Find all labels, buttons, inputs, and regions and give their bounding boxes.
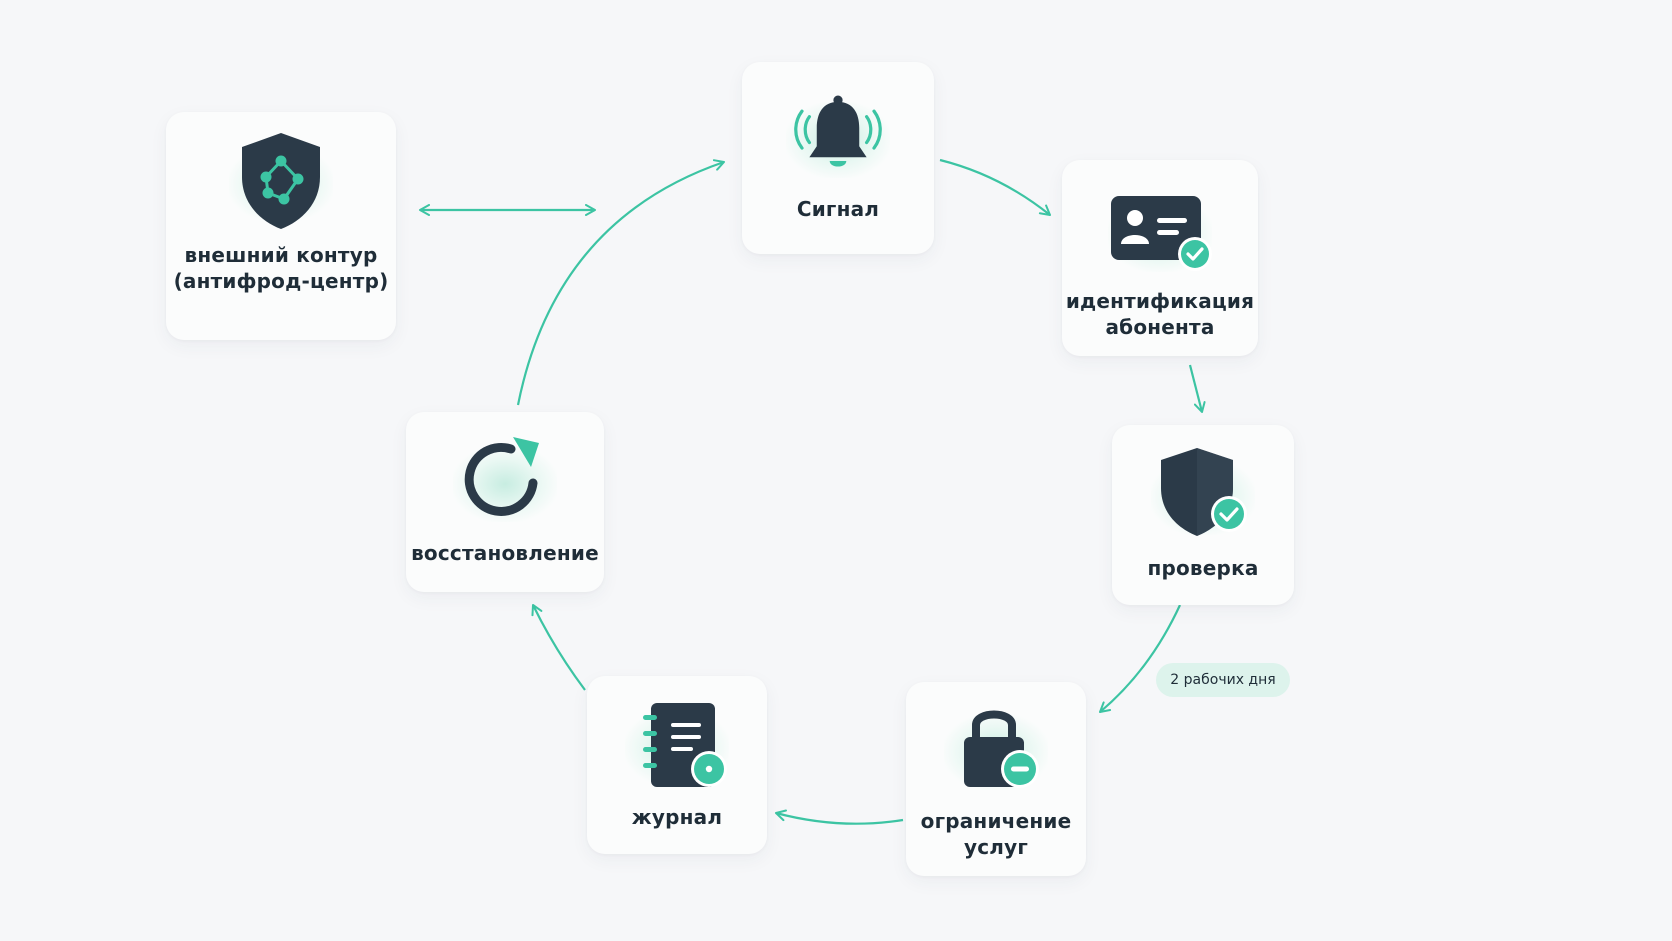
node-restriction: ограничение услуг xyxy=(906,682,1086,876)
shield-network-icon xyxy=(242,133,320,229)
node-recovery: восстановление xyxy=(406,412,604,592)
arrow-restriction-journal xyxy=(775,809,904,825)
arrow-recovery-signal xyxy=(516,159,725,406)
node-recovery-label: восстановление xyxy=(411,541,599,565)
duration-badge: 2 рабочих дня xyxy=(1156,663,1290,697)
bell-icon xyxy=(794,95,882,167)
notebook-icon xyxy=(643,703,727,787)
shield-check-icon xyxy=(1161,448,1247,536)
id-card-check-icon xyxy=(1111,196,1212,271)
arrow-identification-check xyxy=(1188,364,1206,413)
arrow-journal-recovery xyxy=(531,604,586,691)
refresh-icon xyxy=(464,437,539,516)
lock-minus-icon xyxy=(964,710,1039,788)
node-journal: журнал xyxy=(587,676,767,854)
node-identification: идентификация абонента xyxy=(1062,160,1258,356)
node-restriction-label: ограничение услуг xyxy=(920,809,1072,859)
node-check: проверка xyxy=(1112,425,1294,605)
node-journal-label: журнал xyxy=(631,805,723,829)
node-external-contour: внешний контур (антифрод-центр) xyxy=(166,112,396,340)
arrow-signal-identification xyxy=(939,158,1051,216)
node-external-contour-label: внешний контур (антифрод-центр) xyxy=(173,243,389,293)
node-signal-label: Сигнал xyxy=(796,197,880,221)
node-signal: Сигнал xyxy=(742,62,934,254)
node-identification-label: идентификация абонента xyxy=(1065,289,1255,339)
node-check-label: проверка xyxy=(1147,556,1259,580)
